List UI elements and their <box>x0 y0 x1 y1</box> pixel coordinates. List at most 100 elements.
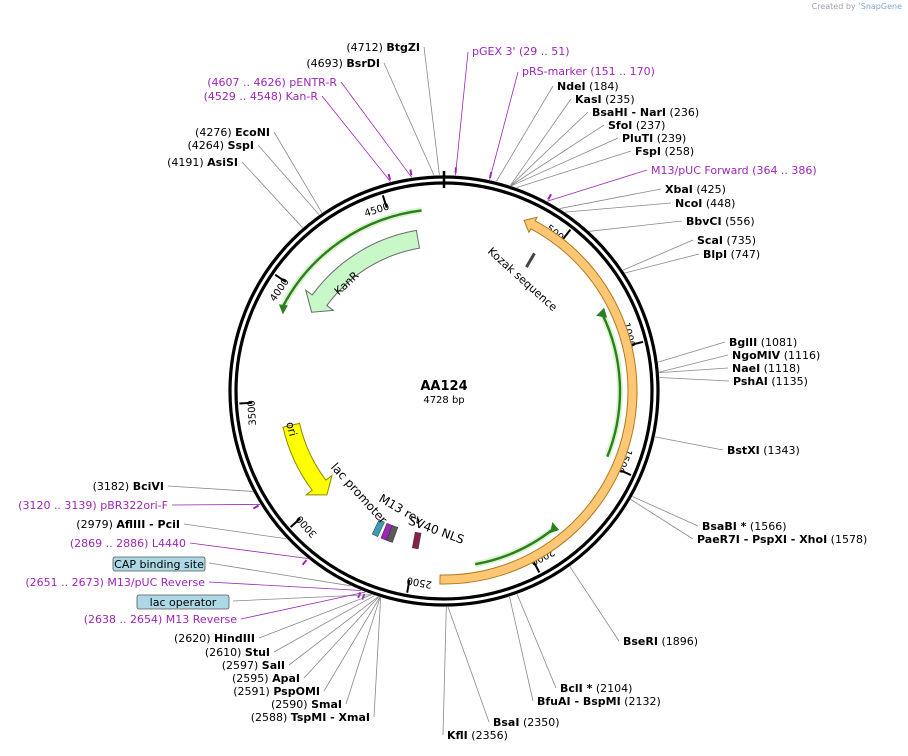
enzyme-label[interactable]: (4712) BtgZI <box>346 41 420 54</box>
leader-line <box>323 597 381 692</box>
enzyme-label[interactable]: (3182) BciVI <box>93 480 164 493</box>
svg-text:(2620) HindIII: (2620) HindIII <box>174 632 255 645</box>
enzyme-label[interactable]: SfoI (237) <box>608 119 665 132</box>
feature-label[interactable]: pRS-marker (151 .. 170) <box>522 65 655 78</box>
enzyme-label[interactable]: BsaI (2350) <box>493 716 560 729</box>
svg-text:(4712) BtgZI: (4712) BtgZI <box>346 41 420 54</box>
leader-line <box>565 202 672 213</box>
leader-line <box>321 95 391 182</box>
leader-line <box>373 597 382 718</box>
feature-arcs <box>252 167 638 600</box>
enzyme-label[interactable]: (4264) SspI <box>187 139 254 152</box>
kanr-feature-arc[interactable] <box>304 229 421 313</box>
feature-label[interactable]: (2869 .. 2886) L4440 <box>70 537 186 550</box>
enzyme-label[interactable]: BstXI (1343) <box>727 444 800 457</box>
enzyme-label[interactable]: NaeI (1118) <box>732 362 800 375</box>
leader-line <box>447 606 490 723</box>
small-feature-block <box>411 531 422 550</box>
feature-label[interactable]: (3120 .. 3139) pBR322ori-F <box>18 499 168 512</box>
svg-text:(2597) SalI: (2597) SalI <box>222 659 285 672</box>
leader-line <box>632 496 699 527</box>
enzyme-label[interactable]: BseRI (1896) <box>623 635 698 648</box>
enzyme-label[interactable]: PshAI (1135) <box>733 375 808 388</box>
inner-arrow-bottom <box>474 528 555 566</box>
tag-label[interactable]: lac operator <box>136 594 230 610</box>
tick-mark <box>532 560 541 573</box>
svg-text:BseRI (1896): BseRI (1896) <box>623 635 698 648</box>
leader-line <box>489 71 519 180</box>
tag-label[interactable]: CAP binding site <box>112 556 206 572</box>
leader-line <box>208 562 351 587</box>
lac-promoter-label: lac promoter <box>328 460 390 526</box>
enzyme-label[interactable]: NdeI (184) <box>557 80 619 93</box>
svg-text:(2651 .. 2673) M13/pUC Revers: (2651 .. 2673) M13/pUC Reverse <box>25 576 205 589</box>
feature-label[interactable]: (4607 .. 4626) pENTR-R <box>207 76 337 89</box>
enzyme-label[interactable]: ScaI (735) <box>697 234 756 247</box>
tick-mark <box>561 228 572 241</box>
tick-label: 3000 <box>294 513 319 539</box>
svg-text:KasI (235): KasI (235) <box>575 93 635 106</box>
feature-label[interactable]: (2638 .. 2654) M13 Reverse <box>84 613 237 626</box>
enzyme-label[interactable]: PluTI (239) <box>622 132 686 145</box>
leader-line <box>288 596 379 666</box>
inner-arrow-left <box>281 209 422 307</box>
enzyme-label[interactable]: (2597) SalI <box>222 659 285 672</box>
enzyme-label[interactable]: PaeR7I - PspXI - XhoI (1578) <box>697 533 867 546</box>
enzyme-label[interactable]: NgoMIV (1116) <box>732 349 820 362</box>
enzyme-label[interactable]: (2979) AflIII - PciI <box>76 518 180 531</box>
feature-label[interactable]: (2651 .. 2673) M13/pUC Reverse <box>25 576 205 589</box>
leader-line <box>510 98 572 186</box>
enzyme-label[interactable]: XbaI (425) <box>665 183 726 196</box>
leader-line <box>345 597 381 705</box>
enzyme-label[interactable]: BlpI (747) <box>703 248 760 261</box>
leader-line <box>241 161 303 228</box>
svg-text:BglII (1081): BglII (1081) <box>729 336 797 349</box>
enzyme-label[interactable]: BglII (1081) <box>729 336 797 349</box>
svg-text:XbaI (425): XbaI (425) <box>665 183 726 196</box>
ori-feature-arc[interactable] <box>282 422 333 496</box>
enzyme-label[interactable]: (2588) TspMI - XmaI <box>251 711 370 724</box>
primer-site-mark <box>387 173 392 181</box>
snapgene-logo-icon: ’ <box>858 2 861 11</box>
enzyme-label[interactable]: BbvCI (556) <box>686 215 755 228</box>
enzyme-label[interactable]: (4191) AsiSI <box>167 156 238 169</box>
cds-feature-arc[interactable] <box>439 216 638 585</box>
svg-text:NaeI (1118): NaeI (1118) <box>732 362 800 375</box>
leader-line <box>624 253 700 274</box>
enzyme-label[interactable]: BsaBI * (1566) <box>702 520 787 533</box>
svg-text:BsaI (2350): BsaI (2350) <box>493 716 560 729</box>
feature-label[interactable]: (4529 .. 4548) Kan-R <box>204 90 319 103</box>
enzyme-label[interactable]: (4693) BsrDI <box>306 57 380 70</box>
enzyme-label[interactable]: (2595) ApaI <box>232 672 300 685</box>
leader-line <box>423 46 440 176</box>
svg-text:BsaHI - NarI (236): BsaHI - NarI (236) <box>592 106 699 119</box>
svg-text:NcoI (448): NcoI (448) <box>675 197 735 210</box>
primer-site-mark <box>301 559 308 566</box>
enzyme-label[interactable]: (2591) PspOMI <box>233 685 320 698</box>
enzyme-label[interactable]: FspI (258) <box>635 145 694 158</box>
leader-line <box>659 377 730 382</box>
svg-text:(2591) PspOMI: (2591) PspOMI <box>233 685 320 698</box>
enzyme-label[interactable]: KflI (2356) <box>447 729 508 742</box>
enzyme-label[interactable]: (2620) HindIII <box>174 632 255 645</box>
svg-text:PaeR7I - PspXI - XhoI (157: PaeR7I - PspXI - XhoI (1578) <box>697 533 867 546</box>
enzyme-label[interactable]: (4276) EcoNI <box>195 126 270 139</box>
feature-label[interactable]: M13/pUC Forward (364 .. 386) <box>651 164 817 177</box>
leader-line <box>273 595 375 653</box>
snapgene-credit: Created by ’SnapGene <box>812 2 902 11</box>
enzyme-label[interactable]: KasI (235) <box>575 93 635 106</box>
svg-text:BstXI (1343): BstXI (1343) <box>727 444 800 457</box>
enzyme-label[interactable]: BfuAI - BspMI (2132) <box>537 695 661 708</box>
enzyme-label[interactable]: BclI * (2104) <box>560 682 632 695</box>
enzyme-label[interactable]: (2610) StuI <box>205 646 270 659</box>
enzyme-label[interactable]: NcoI (448) <box>675 197 735 210</box>
tick-mark <box>618 468 632 476</box>
svg-text:pGEX 3' (29 .. 51): pGEX 3' (29 .. 51) <box>472 45 570 58</box>
feature-label[interactable]: pGEX 3' (29 .. 51) <box>472 45 570 58</box>
enzyme-label[interactable]: BsaHI - NarI (236) <box>592 106 699 119</box>
svg-text:PluTI (239): PluTI (239) <box>622 132 686 145</box>
leader-line <box>257 144 320 216</box>
leader-line <box>509 596 534 702</box>
svg-text:ScaI (735): ScaI (735) <box>697 234 756 247</box>
enzyme-label[interactable]: (2590) SmaI <box>271 698 342 711</box>
